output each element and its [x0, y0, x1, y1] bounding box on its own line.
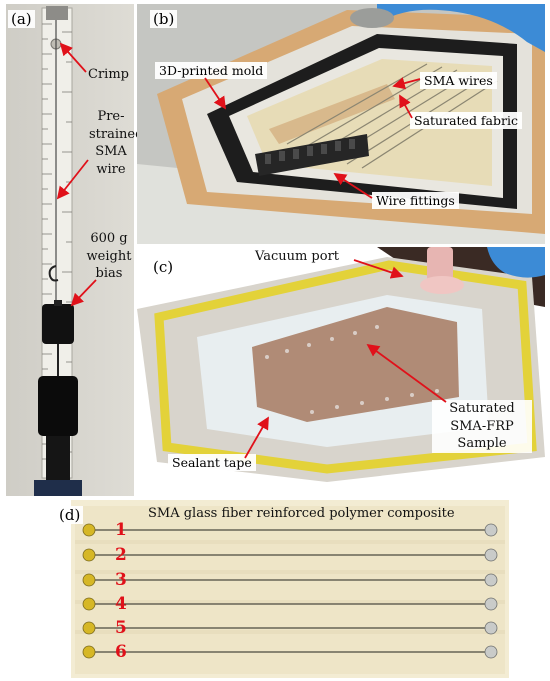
sma-wires-label: SMA wires [420, 72, 497, 89]
wire-line-1: Pre- [97, 109, 125, 124]
panel-b-label: (b) [150, 10, 178, 28]
sample-number-4: 4 [115, 594, 127, 614]
mold-label: 3D-printed mold [155, 62, 268, 79]
sample-number-6: 6 [115, 642, 127, 662]
sample-number-3: 3 [115, 570, 127, 590]
sample-number-2: 2 [115, 545, 127, 565]
wire-line-2: strained [89, 126, 144, 142]
weight-line-2: weight [86, 248, 132, 264]
sealant-tape-label: Sealant tape [168, 454, 256, 471]
panel-d-label: (d) [56, 506, 84, 524]
panel-d-scene [71, 500, 509, 678]
weight-line-3: bias [95, 266, 123, 282]
sample-number-5: 5 [115, 618, 127, 638]
sample-line-1: Saturated [449, 401, 515, 416]
panel-a-label: (a) [8, 10, 35, 28]
saturated-sample-label: Saturated SMA-FRP Sample [432, 400, 532, 453]
sample-number-1: 1 [115, 520, 127, 540]
crimp-label: Crimp [88, 67, 129, 82]
sample-line-2: SMA-FRP [450, 418, 514, 434]
panel-d-photo [71, 500, 509, 678]
weight-bias-label: 600 g weight bias [86, 230, 132, 283]
wire-line-4: wire [96, 161, 126, 177]
panel-a-scene [6, 4, 134, 496]
prestrained-wire-label: Pre- strained SMA wire [89, 108, 144, 178]
wire-line-3: SMA [95, 144, 127, 160]
vacuum-port-label: Vacuum port [252, 248, 343, 266]
panel-c-label: (c) [150, 258, 177, 276]
composite-title: SMA glass fiber reinforced polymer compo… [148, 506, 455, 521]
weight-line-1: 600 g [90, 231, 128, 246]
saturated-fabric-label: Saturated fabric [410, 112, 522, 129]
sample-line-3: Sample [457, 436, 507, 452]
panel-a-photo [6, 4, 134, 496]
wire-fittings-label: Wire fittings [372, 192, 459, 209]
